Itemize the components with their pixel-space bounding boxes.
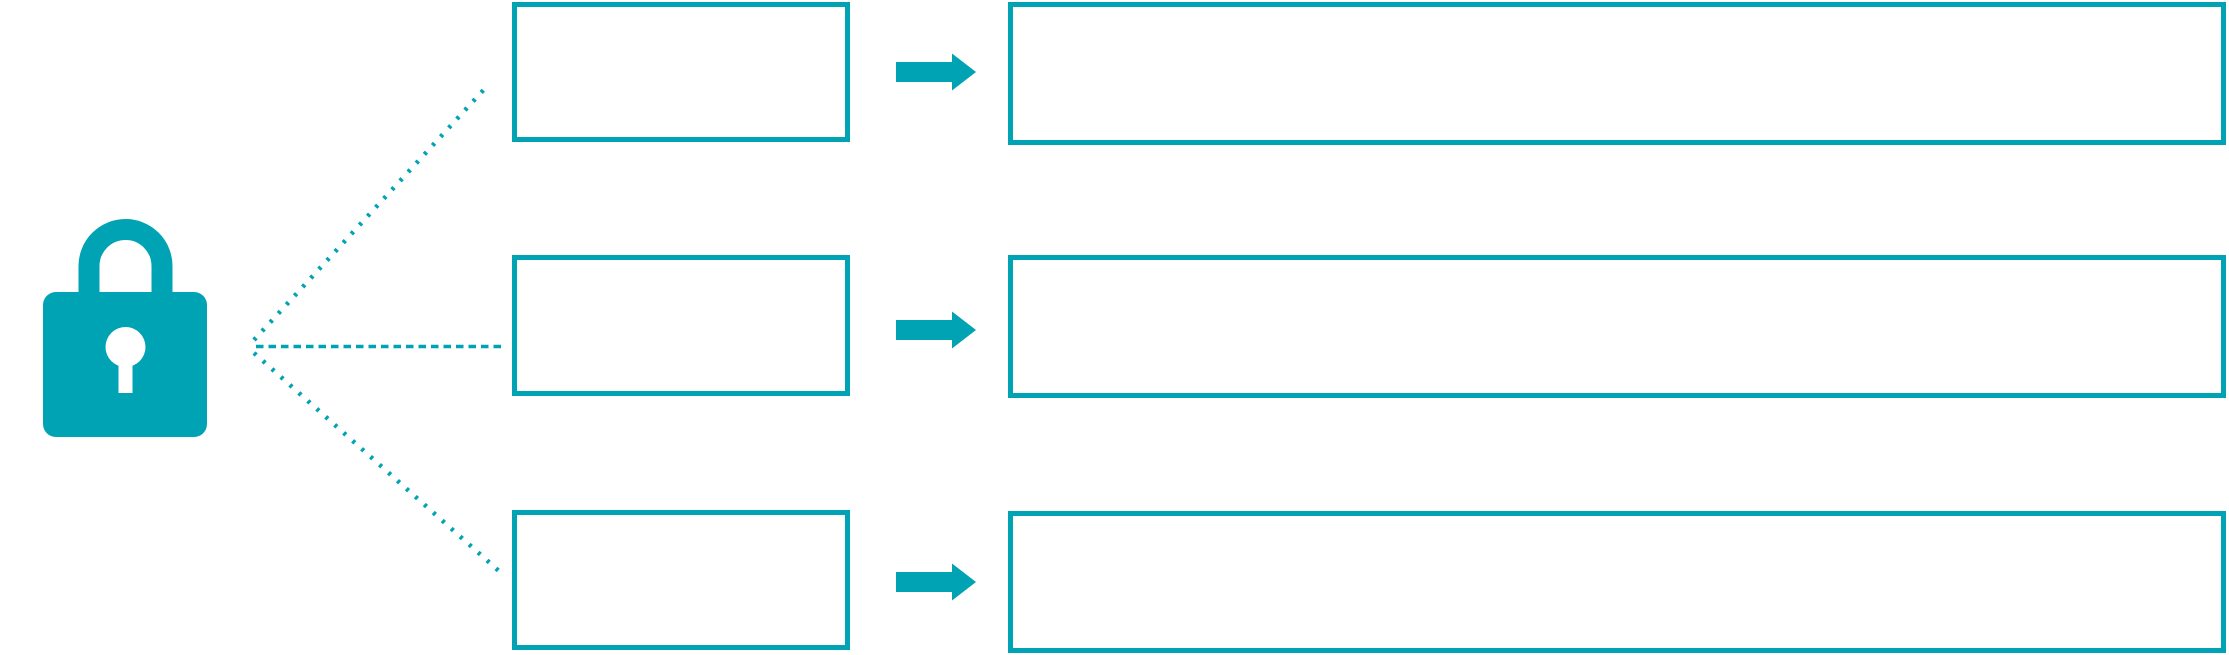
row-3-right-arrow-icon: [896, 563, 976, 601]
row-1-large-box: [1008, 2, 2226, 145]
row-2-small-box: [512, 255, 850, 396]
row-3-small-box: [512, 510, 850, 650]
connector-line-bottom: [252, 351, 502, 574]
row-2: [512, 255, 2226, 398]
row-3-large-box: [1008, 511, 2226, 653]
row-2-large-box: [1008, 255, 2226, 398]
lock-icon: [43, 219, 207, 437]
keyhole-icon: [105, 327, 146, 393]
row-3: [512, 510, 2226, 653]
connector-line-top: [252, 82, 491, 342]
row-1-small-box: [512, 2, 850, 142]
row-2-right-arrow-icon: [896, 311, 976, 349]
row-1: [512, 2, 2226, 145]
lock-shackle: [78, 219, 173, 300]
row-1-right-arrow-icon: [896, 53, 976, 91]
